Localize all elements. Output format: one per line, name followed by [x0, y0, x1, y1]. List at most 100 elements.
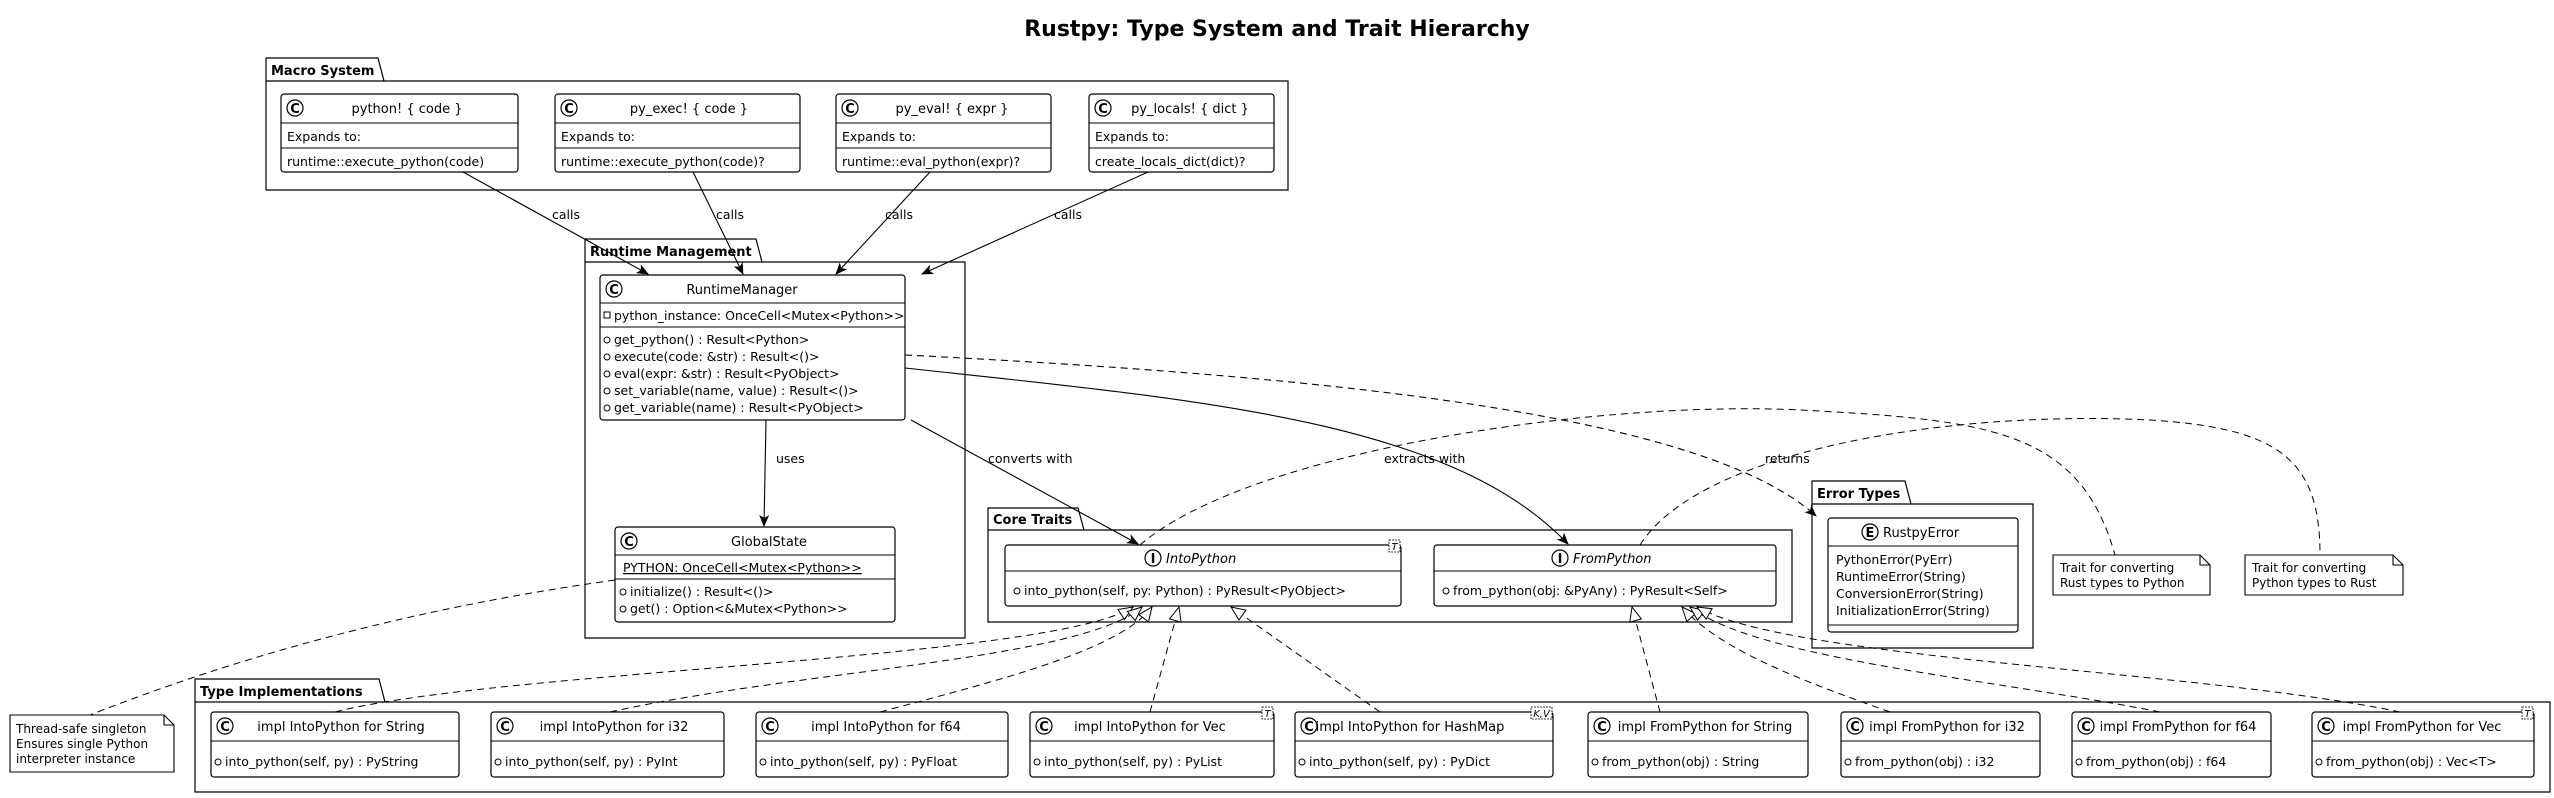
class-name: impl IntoPython for f64	[811, 720, 961, 735]
enum-variant: InitializationError(String)	[1836, 603, 1990, 618]
impl-from-python-vec: C impl FromPython for Vec T from_python(…	[2311, 706, 2535, 778]
class-icon	[2317, 717, 2335, 735]
package-label: Runtime Management	[590, 245, 752, 260]
enum-name: RustpyError	[1883, 526, 1960, 541]
package-core-traits: Core Traits	[987, 507, 1793, 623]
public-method-icon	[619, 605, 627, 613]
note-from-python: Trait for converting Python types to Rus…	[2244, 554, 2404, 596]
edge-label: extracts with	[1384, 451, 1465, 466]
impl-into-python-string: C impl IntoPython for String into_python…	[210, 711, 460, 778]
class-member: Expands to:	[1095, 129, 1169, 144]
class-member: runtime::eval_python(expr)?	[842, 154, 1020, 169]
class-name: impl FromPython for f64	[2100, 720, 2257, 735]
public-method-icon	[1033, 758, 1041, 766]
note-line: Rust types to Python	[2060, 576, 2185, 590]
note-line: Ensures single Python	[16, 737, 148, 751]
class-glyph: C	[1098, 102, 1108, 117]
class-icon	[286, 99, 304, 117]
public-method-icon	[619, 588, 627, 596]
impl-from-python-i32: C impl FromPython for i32 from_python(ob…	[1840, 711, 2041, 778]
note-connector-into-python	[1139, 408, 2116, 556]
class-glyph: C	[220, 720, 230, 735]
class-member: runtime::execute_python(code)	[287, 154, 484, 169]
package-label: Core Traits	[993, 513, 1073, 528]
impl-into-python-vec: C impl IntoPython for Vec T into_python(…	[1029, 706, 1275, 778]
interface-name: FromPython	[1573, 552, 1652, 567]
class-icon	[761, 717, 779, 735]
private-field-icon	[603, 311, 611, 319]
class-method: get_python() : Result<Python>	[614, 332, 809, 347]
class-name: RuntimeManager	[686, 283, 798, 298]
diagram-title: Rustpy: Type System and Trait Hierarchy	[1024, 17, 1530, 42]
class-glyph: C	[845, 102, 855, 117]
class-member: Expands to:	[287, 129, 361, 144]
class-name: impl IntoPython for i32	[540, 720, 689, 735]
edge-label: calls	[1054, 207, 1082, 222]
public-method-icon	[603, 336, 611, 344]
package-type-implementations: Type Implementations	[194, 678, 2551, 793]
edge-label: calls	[552, 207, 580, 222]
class-member: runtime::execute_python(code)?	[561, 154, 765, 169]
class-glyph: C	[609, 283, 619, 298]
class-glyph: C	[564, 102, 574, 117]
generic-parameter: T	[2524, 709, 2531, 720]
class-glyph: C	[765, 720, 775, 735]
class-member: Expands to:	[561, 129, 635, 144]
interface-from-python: I FromPython from_python(obj: &PyAny) : …	[1433, 544, 1777, 607]
generic-parameter: K,V	[1533, 709, 1551, 720]
edge-py-eval-calls-runtime: calls	[835, 171, 931, 275]
class-glyph: C	[1304, 720, 1314, 735]
realization-edge-into-i32	[609, 607, 1142, 713]
class-glyph: C	[1850, 720, 1860, 735]
impl-into-python-f64: C impl IntoPython for f64 into_python(se…	[755, 711, 1009, 778]
class-method: from_python(obj) : Vec<T>	[2326, 754, 2497, 769]
class-name: py_exec! { code }	[630, 102, 748, 117]
generic-parameter-box	[2521, 706, 2534, 720]
class-method: from_python(obj) : f64	[2086, 754, 2226, 769]
public-method-icon	[759, 758, 767, 766]
note-connector-global-state	[89, 579, 616, 716]
impl-into-python-i32: C impl IntoPython for i32 into_python(se…	[490, 711, 725, 778]
class-glyph: C	[624, 535, 634, 550]
class-glyph: C	[290, 102, 300, 117]
enum-glyph: E	[1866, 526, 1875, 541]
class-name: py_eval! { expr }	[896, 102, 1009, 117]
package-runtime-management: Runtime Management	[584, 238, 966, 639]
class-glyph: C	[1039, 720, 1049, 735]
note-line: Thread-safe singleton	[15, 722, 147, 736]
class-global-state: C GlobalState PYTHON: OnceCell<Mutex<Pyt…	[614, 526, 896, 623]
generic-parameter-box	[1388, 539, 1401, 553]
generic-parameter: T	[1264, 709, 1271, 720]
class-icon	[1846, 717, 1864, 735]
class-method: eval(expr: &str) : Result<PyObject>	[614, 366, 840, 381]
class-icon	[1035, 717, 1053, 735]
realization-edge-from-vec	[1697, 607, 2401, 713]
class-icon	[841, 99, 859, 117]
generic-parameter-box	[1530, 706, 1553, 720]
macro-class-py-eval: C py_eval! { expr } Expands to: runtime:…	[835, 93, 1052, 173]
edge-label: uses	[776, 451, 805, 466]
interface-method: from_python(obj: &PyAny) : PyResult<Self…	[1453, 583, 1728, 598]
class-name: impl IntoPython for HashMap	[1316, 720, 1505, 735]
class-glyph: C	[2081, 720, 2091, 735]
public-method-icon	[603, 404, 611, 412]
public-method-icon	[1591, 758, 1599, 766]
class-name: impl IntoPython for String	[257, 720, 424, 735]
enum-icon	[1861, 523, 1879, 541]
edge-runtime-converts-with-intopython: converts with	[910, 419, 1139, 545]
realization-edge-from-i32	[1682, 607, 1891, 713]
class-icon	[1593, 717, 1611, 735]
class-method: into_python(self, py) : PyInt	[505, 754, 678, 769]
class-icon	[560, 99, 578, 117]
impl-into-python-hashmap: C impl IntoPython for HashMap K,V into_p…	[1294, 706, 1554, 778]
package-macro-system: Macro System	[265, 57, 1289, 191]
edge-label: calls	[716, 207, 744, 222]
public-method-icon	[1844, 758, 1852, 766]
note-line: Trait for converting	[2251, 561, 2366, 575]
public-method-icon	[603, 370, 611, 378]
class-name: impl FromPython for i32	[1869, 720, 2025, 735]
interface-glyph: I	[1558, 552, 1563, 567]
class-method: get() : Option<&Mutex<Python>>	[630, 601, 848, 616]
generic-parameter: T	[1391, 542, 1398, 553]
